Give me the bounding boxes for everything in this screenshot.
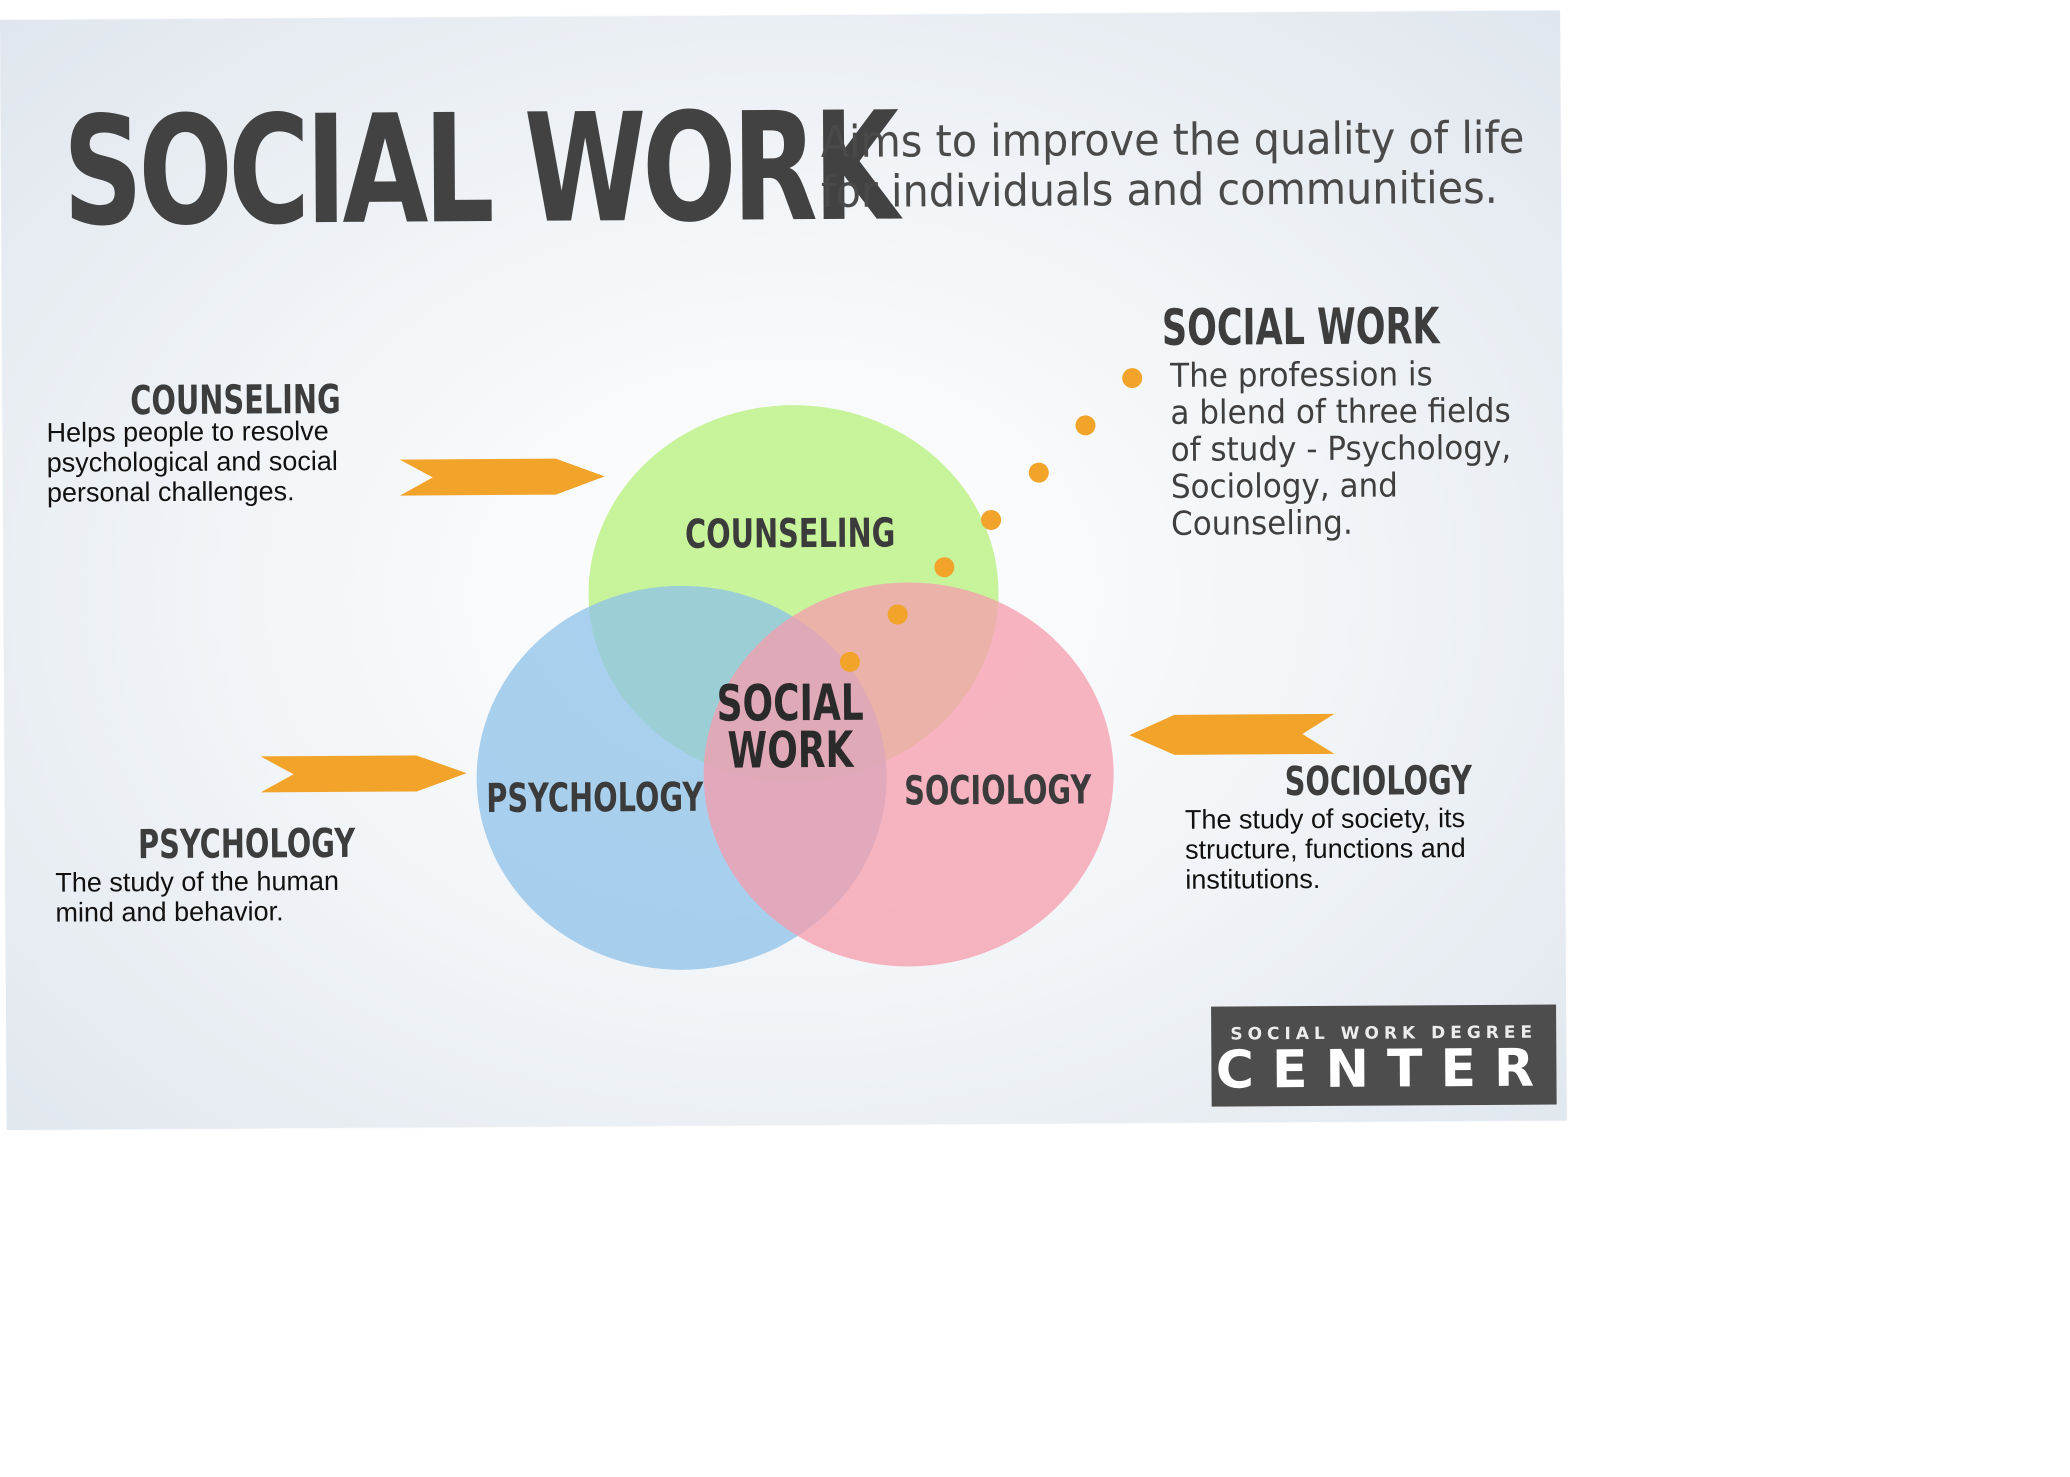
description-line: Sociology, and [1170,465,1399,506]
counseling-arrow [399,458,605,496]
center-label-line: SOCIAL [716,675,863,733]
description-line: of study - Psychology, [1170,427,1512,469]
description-line: structure, functions and [1184,833,1466,865]
sociology-circle [703,582,1114,967]
description-line: personal challenges. [46,476,295,508]
connector-dot [1122,368,1143,389]
venn-diagram: COUNSELING PSYCHOLOGY SOCIOLOGY SOCIAL W… [260,368,1335,970]
psychology-circle-label: PSYCHOLOGY [486,775,704,822]
connector-dot [887,604,908,625]
sociology-heading: SOCIOLOGY [1284,758,1473,806]
description-line: a blend of three fields [1170,390,1511,432]
social-work-heading: SOCIAL WORK [1161,297,1440,357]
description-line: Counseling. [1170,502,1353,543]
counseling-heading: COUNSELING [130,376,341,425]
connector-dot [1028,462,1049,483]
description-line: institutions. [1185,863,1321,895]
sociology-description: The study of society, its structure, fun… [1185,803,1466,895]
description-line: The study of the human [55,865,340,898]
dotted-connector [839,368,1143,672]
connector-dot [1075,415,1096,436]
connector-dot [934,557,955,578]
psychology-description: The study of the human mind and behavior… [55,866,339,928]
center-label-line: WORK [727,722,855,780]
brand-logo: SOCIAL WORK DEGREE CENTER [1211,1004,1557,1107]
counseling-description: Helps people to resolve psychological an… [46,416,338,508]
connector-dot [839,651,860,672]
psychology-arrow [260,755,467,793]
description-line: mind and behavior. [55,896,284,928]
description-line: The profession is [1170,354,1433,395]
description-line: psychological and social [46,445,338,478]
sociology-arrow [1129,713,1335,755]
psychology-heading: PSYCHOLOGY [137,820,356,869]
description-line: Helps people to resolve [46,416,329,448]
counseling-circle-label: COUNSELING [685,511,896,558]
infographic-card: SOCIAL WORK Aims to improve the quality … [0,10,1567,1130]
sociology-circle-label: SOCIOLOGY [904,768,1092,815]
social-work-description: The profession is a blend of three field… [1170,354,1512,543]
connector-dot [981,509,1002,530]
description-line: The study of society, its [1184,803,1466,835]
logo-bottom-text: CENTER [1215,1038,1553,1101]
